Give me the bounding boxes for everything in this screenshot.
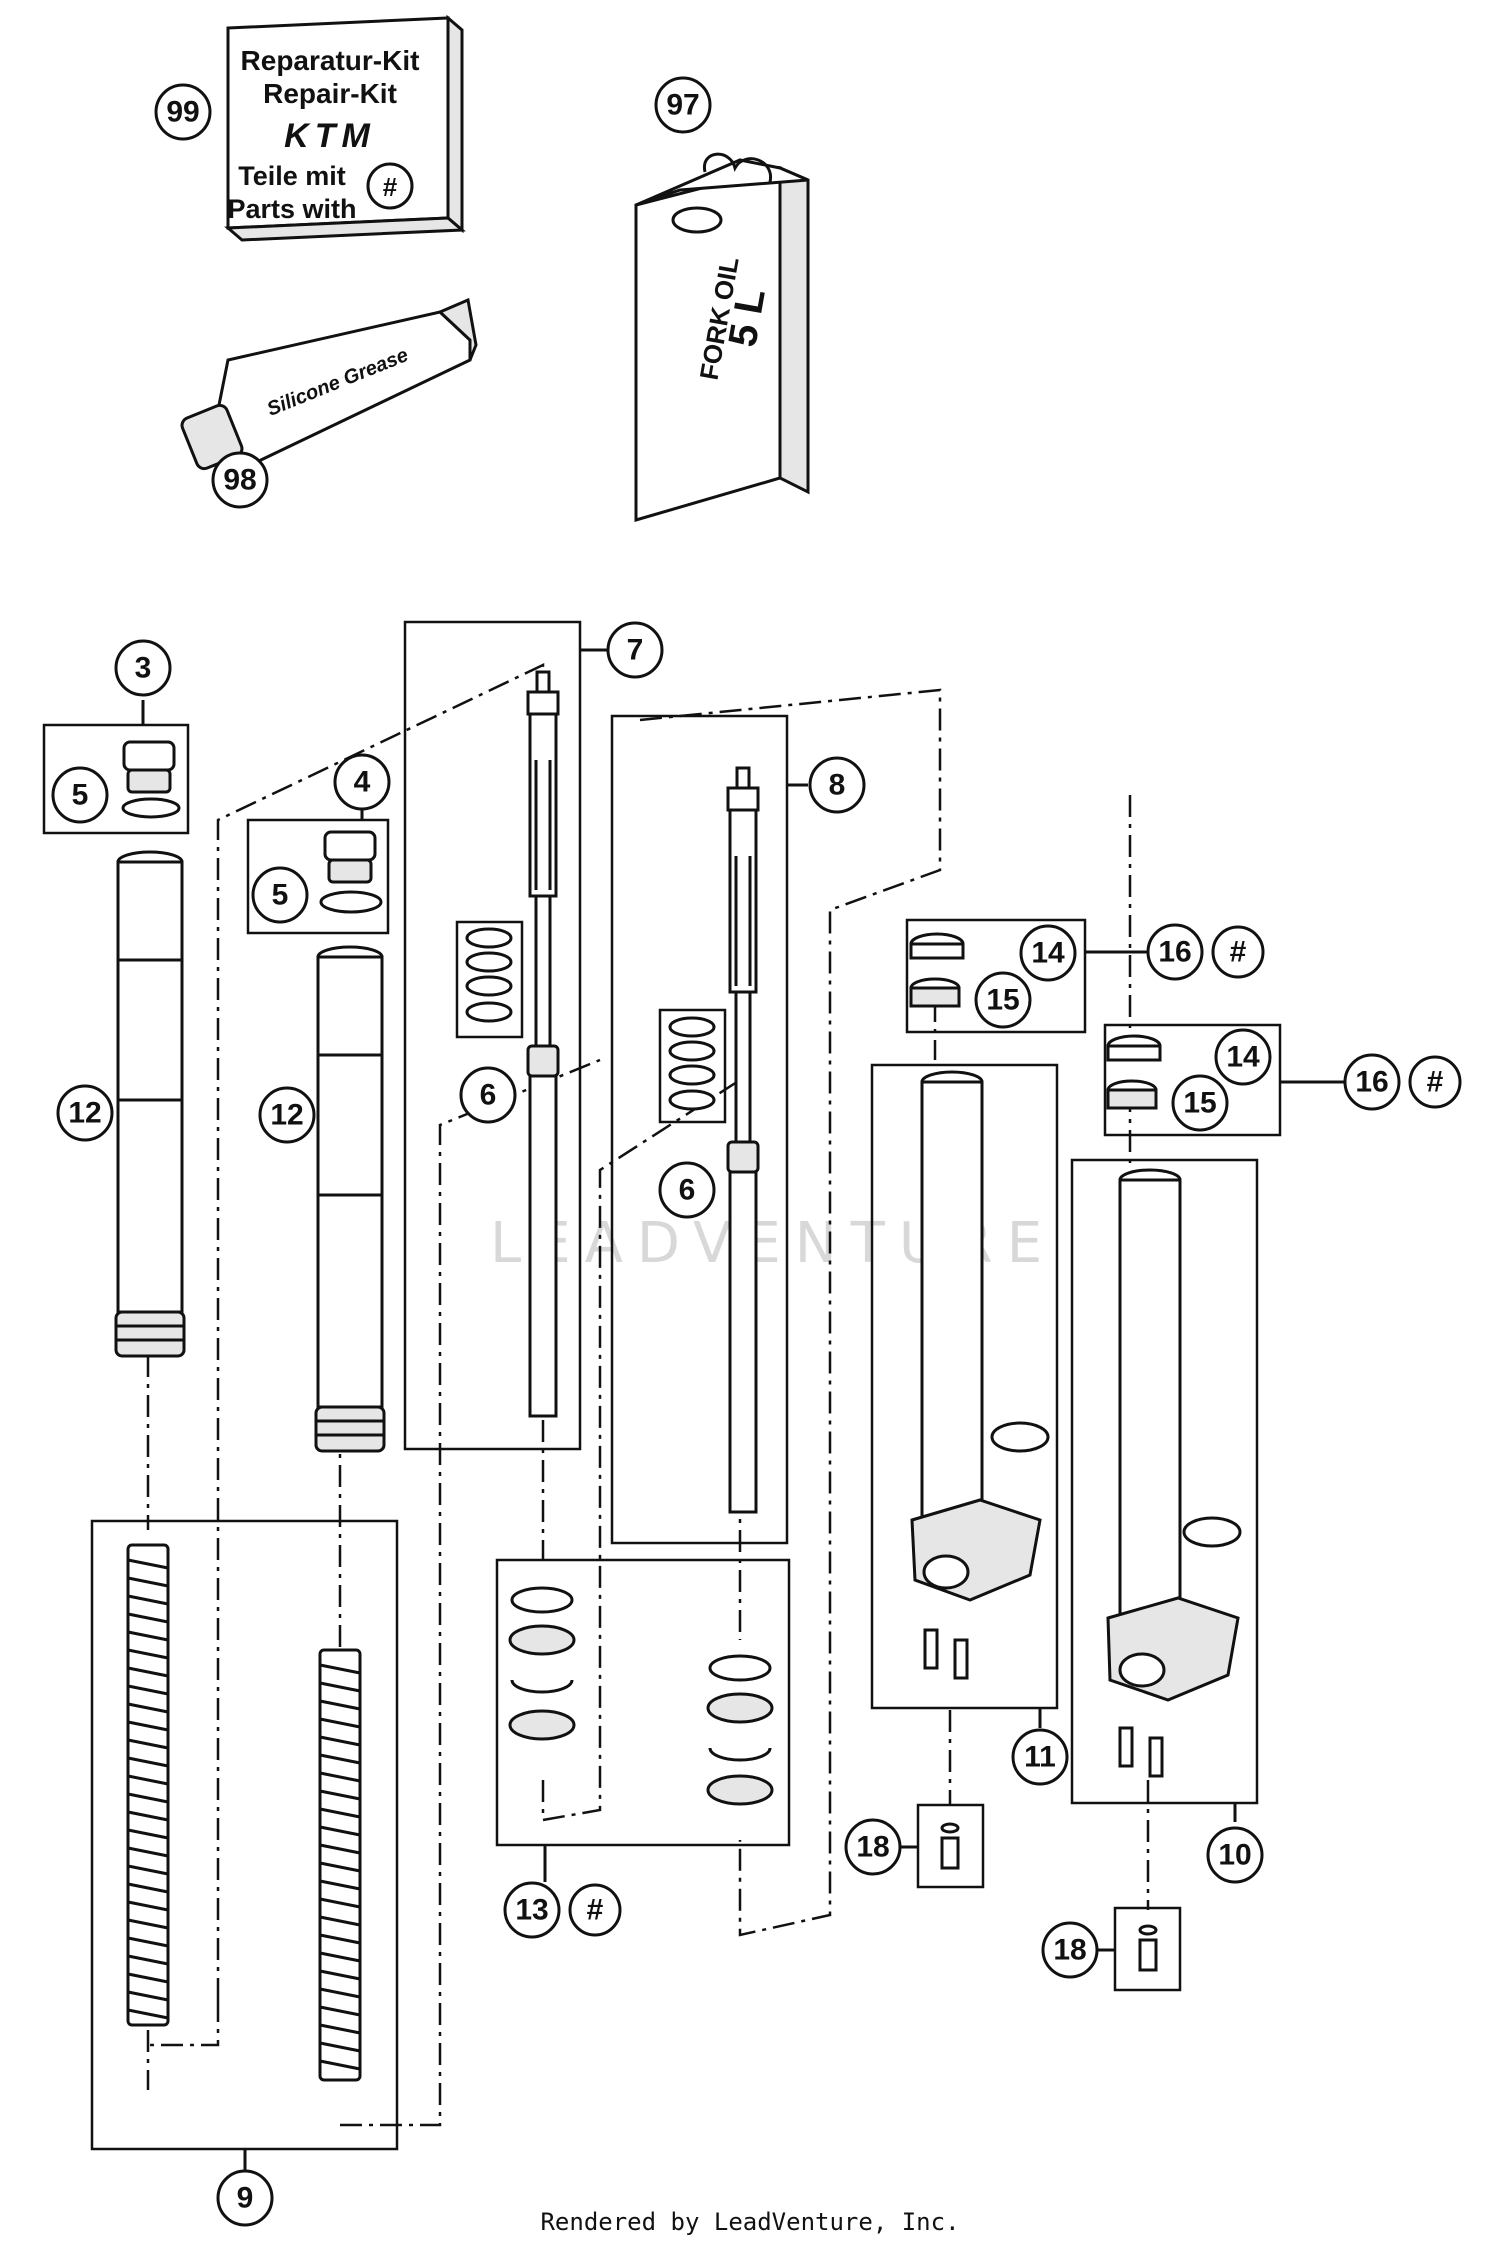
- callout-16-bottom[interactable]: 16: [1343, 1053, 1401, 1111]
- svg-text:6: 6: [679, 1174, 696, 1207]
- svg-text:9: 9: [237, 2182, 254, 2215]
- svg-text:#: #: [587, 1894, 604, 1927]
- kit-hash-symbol: #: [383, 172, 398, 202]
- svg-text:11: 11: [1024, 1741, 1056, 1774]
- callout-3[interactable]: 3: [114, 639, 172, 697]
- kit-brand-logo: KTM: [284, 117, 376, 155]
- box-part-14-15-left: [905, 918, 1087, 1034]
- svg-text:#: #: [1230, 936, 1247, 969]
- kit-line-3: Teile mit: [238, 161, 346, 191]
- box-part-4: [246, 818, 390, 935]
- bushings-14-15-left[interactable]: [909, 932, 965, 1008]
- callout-97[interactable]: 97: [654, 76, 712, 134]
- kit-line-2: Repair-Kit: [263, 78, 397, 109]
- callout-11[interactable]: 11: [1011, 1728, 1069, 1786]
- svg-text:12: 12: [68, 1097, 101, 1130]
- callout-4[interactable]: 4: [333, 753, 391, 811]
- callout-13[interactable]: 13: [503, 1881, 561, 1939]
- oil-can-label-2: 5 L: [721, 285, 774, 350]
- callout-16-top[interactable]: 16: [1146, 923, 1204, 981]
- callout-8[interactable]: 8: [808, 756, 866, 814]
- svg-text:7: 7: [627, 634, 644, 667]
- hash-16-bottom[interactable]: #: [1408, 1055, 1462, 1109]
- svg-text:18: 18: [856, 1831, 889, 1864]
- outer-tube-right[interactable]: [314, 945, 386, 1453]
- svg-text:97: 97: [666, 89, 699, 122]
- callout-9[interactable]: 9: [216, 2169, 274, 2227]
- callout-12-right[interactable]: 12: [258, 1086, 316, 1144]
- svg-text:18: 18: [1053, 1934, 1086, 1967]
- callout-7[interactable]: 7: [606, 621, 664, 679]
- oil-can-handle: [703, 152, 772, 183]
- svg-text:6: 6: [480, 1079, 497, 1112]
- svg-text:99: 99: [166, 96, 199, 129]
- kit-hash-circle: [366, 162, 414, 210]
- repair-kit-box[interactable]: Reparatur-Kit Repair-Kit KTM Teile mit P…: [224, 14, 466, 242]
- bushings-14-15-right[interactable]: [1106, 1034, 1162, 1110]
- svg-text:14: 14: [1031, 937, 1065, 970]
- spring-right[interactable]: [318, 1648, 362, 2082]
- washer-set-6-left[interactable]: [465, 927, 513, 1023]
- callout-6-right[interactable]: 6: [658, 1161, 716, 1219]
- oil-can-spout: [671, 206, 723, 234]
- kit-line-4: Parts with: [227, 194, 356, 224]
- callout-6-left[interactable]: 6: [459, 1066, 517, 1124]
- hash-13[interactable]: #: [568, 1883, 622, 1937]
- hash-16-top[interactable]: #: [1211, 925, 1265, 979]
- callout-5-top[interactable]: 5: [51, 766, 109, 824]
- spring-left[interactable]: [126, 1543, 170, 2027]
- callout-15-right[interactable]: 15: [1171, 1074, 1229, 1132]
- svg-text:#: #: [1427, 1066, 1444, 1099]
- svg-text:16: 16: [1158, 936, 1191, 969]
- box-part-13: [495, 1558, 791, 1847]
- box-part-11: [870, 1063, 1059, 1710]
- svg-text:16: 16: [1355, 1066, 1388, 1099]
- svg-text:14: 14: [1226, 1041, 1260, 1074]
- box-part-6-left: [455, 920, 524, 1039]
- svg-text:98: 98: [223, 464, 256, 497]
- callout-5-bottom[interactable]: 5: [251, 866, 309, 924]
- box-part-14-15-right: [1103, 1023, 1282, 1137]
- callout-18-left[interactable]: 18: [844, 1818, 902, 1876]
- fork-oil-can[interactable]: FORK OIL 5 L: [634, 152, 810, 522]
- cartridge-7[interactable]: [526, 670, 560, 1418]
- svg-text:15: 15: [986, 984, 1019, 1017]
- cartridge-8[interactable]: [726, 766, 760, 1514]
- svg-text:3: 3: [135, 652, 152, 685]
- inner-tube-11[interactable]: [910, 1070, 1050, 1680]
- callout-15-left[interactable]: 15: [974, 971, 1032, 1029]
- svg-text:5: 5: [272, 879, 289, 912]
- box-part-3: [42, 723, 190, 835]
- callout-14-right[interactable]: 14: [1214, 1028, 1272, 1086]
- svg-text:10: 10: [1218, 1839, 1251, 1872]
- seal-kit-13[interactable]: [508, 1586, 774, 1806]
- grease-tube[interactable]: Silicone Grease: [180, 297, 478, 472]
- box-part-7: [403, 620, 582, 1451]
- fork-cap-3[interactable]: [121, 740, 181, 819]
- callout-18-right[interactable]: 18: [1041, 1921, 1099, 1979]
- box-part-8: [610, 714, 789, 1545]
- callout-99[interactable]: 99: [154, 83, 212, 141]
- svg-text:15: 15: [1183, 1087, 1216, 1120]
- callout-10[interactable]: 10: [1206, 1826, 1264, 1884]
- outer-tube-left[interactable]: [114, 850, 186, 1358]
- washer-set-6-right[interactable]: [668, 1016, 716, 1111]
- callout-12-left[interactable]: 12: [56, 1084, 114, 1142]
- svg-text:4: 4: [354, 766, 371, 799]
- svg-text:8: 8: [829, 769, 846, 802]
- svg-text:5: 5: [72, 779, 89, 812]
- callout-14-left[interactable]: 14: [1019, 924, 1077, 982]
- inner-tube-10[interactable]: [1106, 1168, 1242, 1778]
- bleed-screw-18-right[interactable]: [1138, 1924, 1158, 1972]
- footer-credit: Rendered by LeadVenture, Inc.: [540, 2208, 959, 2236]
- box-part-10: [1070, 1158, 1259, 1805]
- svg-text:13: 13: [515, 1894, 548, 1927]
- svg-text:12: 12: [270, 1099, 303, 1132]
- kit-line-1: Reparatur-Kit: [241, 45, 420, 76]
- callout-98[interactable]: 98: [211, 451, 269, 509]
- bleed-screw-18-left[interactable]: [940, 1822, 960, 1870]
- box-part-6-right: [658, 1008, 727, 1124]
- fork-cap-4[interactable]: [319, 830, 383, 914]
